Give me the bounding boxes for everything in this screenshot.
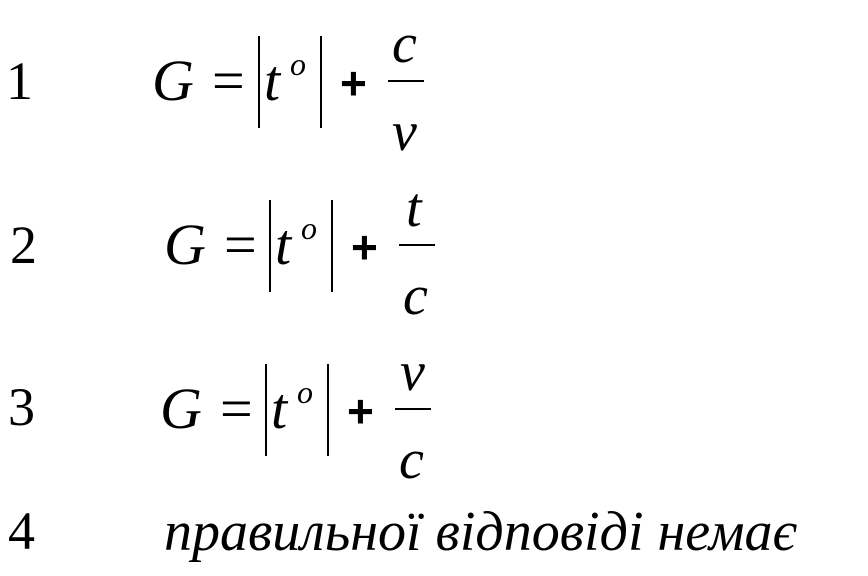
equals-sign: = bbox=[212, 48, 245, 113]
abs-bar-right bbox=[331, 200, 333, 292]
abs-bar-right bbox=[327, 364, 329, 456]
abs-variable: t bbox=[271, 376, 288, 441]
plus-sign: + bbox=[351, 221, 378, 273]
no-correct-answer-text: правильної відповіді немає bbox=[164, 501, 797, 563]
equals-sign: = bbox=[224, 212, 257, 277]
fraction-line bbox=[399, 244, 435, 246]
option-number: 1 bbox=[6, 51, 33, 111]
formula-lhs: G bbox=[164, 212, 206, 277]
option-number: 4 bbox=[8, 501, 35, 561]
abs-bar-left bbox=[269, 200, 271, 292]
abs-variable: t bbox=[264, 48, 281, 113]
abs-bar-right bbox=[320, 36, 322, 128]
abs-variable: t bbox=[275, 212, 292, 277]
fraction-line bbox=[388, 80, 424, 82]
plus-sign: + bbox=[347, 385, 374, 437]
degree-superscript: o bbox=[301, 210, 317, 246]
fraction-numerator: v bbox=[400, 341, 425, 403]
fraction-denominator: c bbox=[403, 265, 428, 327]
option-number: 3 bbox=[8, 377, 35, 437]
equals-sign: = bbox=[220, 376, 253, 441]
answer-option-3[interactable]: 3 G = t o + v c bbox=[0, 328, 868, 488]
plus-sign: + bbox=[340, 57, 367, 109]
fraction-denominator: v bbox=[392, 101, 417, 163]
degree-superscript: o bbox=[297, 374, 313, 410]
formula-lhs: G bbox=[160, 376, 202, 441]
answer-option-1[interactable]: 1 G = t o + c v bbox=[0, 0, 868, 160]
degree-superscript: o bbox=[290, 46, 306, 82]
option-number: 2 bbox=[10, 215, 37, 275]
abs-bar-left bbox=[265, 364, 267, 456]
answer-option-4[interactable]: 4 правильної відповіді немає bbox=[0, 492, 868, 576]
fraction-numerator: t bbox=[406, 177, 422, 239]
answer-option-2[interactable]: 2 G = t o + t c bbox=[0, 164, 868, 324]
fraction-numerator: c bbox=[392, 13, 417, 75]
fraction-line bbox=[395, 408, 431, 410]
fraction-denominator: c bbox=[399, 429, 424, 491]
abs-bar-left bbox=[258, 36, 260, 128]
formula-lhs: G bbox=[152, 48, 194, 113]
